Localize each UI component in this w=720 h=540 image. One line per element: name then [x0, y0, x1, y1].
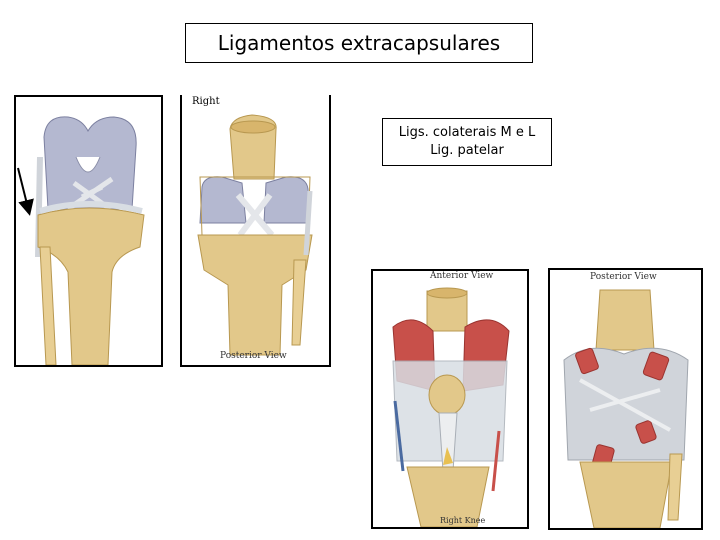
knee-illustration-4 — [563, 289, 689, 528]
knee-illustration-2 — [197, 114, 313, 356]
slide-title: Ligamentos extracapsulares — [185, 23, 533, 63]
fig2-corner-label: Right — [192, 96, 220, 107]
label-collateral-ligaments: Ligs. colaterais M e L — [398, 125, 536, 140]
fig4-top-caption: Posterior View — [590, 272, 657, 282]
knee-illustration-3 — [392, 287, 510, 527]
knee-illustration-1 — [35, 116, 145, 365]
knee-figure-anterior-dissection — [371, 269, 529, 529]
label-patellar-ligament: Lig. patelar — [430, 143, 504, 158]
fig2-caption: Posterior View — [220, 351, 287, 361]
knee-figure-posterior-dissection — [548, 268, 703, 530]
ligament-labels-box: Ligs. colaterais M e L Lig. patelar — [382, 118, 552, 166]
knee-figure-posterior — [180, 95, 331, 367]
fig3-bottom-caption: Right Knee — [440, 516, 486, 525]
knee-figure-anterior-flexed — [14, 95, 163, 367]
fig3-top-caption: Anterior View — [430, 271, 494, 281]
